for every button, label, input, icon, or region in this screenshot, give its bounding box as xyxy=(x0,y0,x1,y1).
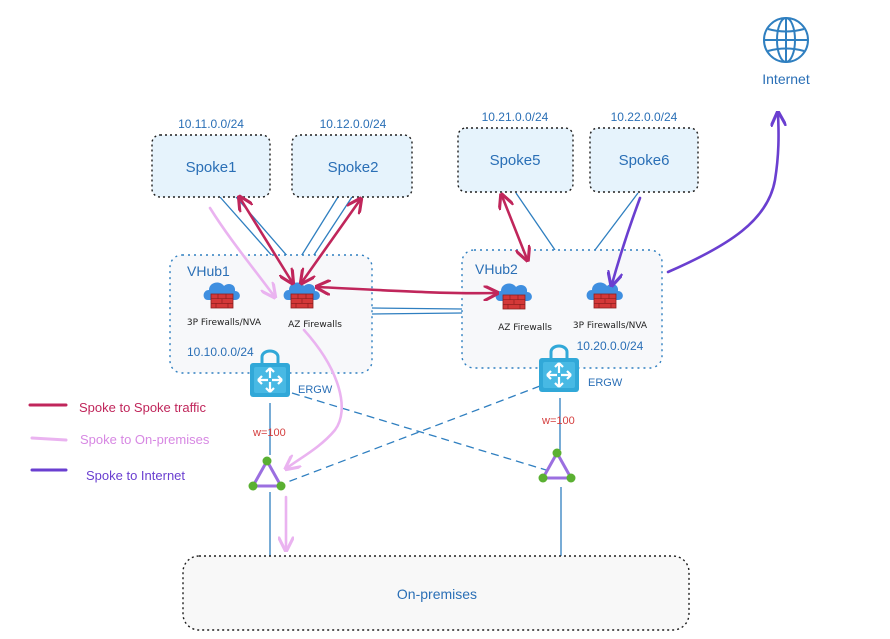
cross-link-ergw1-router2 xyxy=(291,392,547,471)
spoke-box-spoke6[interactable]: Spoke6 10.22.0.0/24 xyxy=(589,110,699,193)
hub-cidr: 10.10.0.0/24 xyxy=(187,345,254,359)
ergw-label: ERGW xyxy=(298,384,333,396)
flow-spoke6-3pfw2 xyxy=(612,196,642,284)
spoke-box-spoke2[interactable]: Spoke2 10.12.0.0/24 xyxy=(291,117,413,198)
ergw-label: ERGW xyxy=(588,377,623,389)
hub-box-vhub1[interactable]: VHub1 10.10.0.0/24 3P Firewalls/NVA AZ F… xyxy=(169,254,373,374)
hub-to-hub-link-b xyxy=(371,312,463,315)
onprem-box[interactable]: On-premises xyxy=(182,555,690,631)
ergw-vhub2[interactable]: ERGW w=100 xyxy=(537,344,623,427)
spoke-cidr: 10.21.0.0/24 xyxy=(482,110,549,124)
router-icon xyxy=(537,447,577,484)
spoke-cidr: 10.12.0.0/24 xyxy=(320,117,387,131)
legend-item-spoke-to-spoke: Spoke to Spoke traffic xyxy=(28,400,206,415)
connector-lines xyxy=(219,192,639,556)
flow-azfw1-router1 xyxy=(287,328,343,468)
spoke-label: Spoke6 xyxy=(619,152,670,169)
globe-icon xyxy=(763,17,809,63)
flow-spoke1-azfw1 xyxy=(240,198,292,282)
legend-label: Spoke to Internet xyxy=(86,468,185,483)
hub-label: VHub1 xyxy=(187,263,230,279)
flow-spoke5-azfw2 xyxy=(502,196,527,259)
firewall-3p-label: 3P Firewalls/NVA xyxy=(187,318,262,328)
ergw-vhub1[interactable]: ERGW w=100 xyxy=(248,349,333,439)
weight-label: w=100 xyxy=(252,427,286,439)
spoke-label: Spoke1 xyxy=(186,159,237,176)
hub-box-vhub2[interactable]: VHub2 10.20.0.0/24 AZ Firewalls 3P Firew… xyxy=(461,249,663,369)
spoke6-hub2-link xyxy=(594,192,639,251)
cross-link-ergw2-router1 xyxy=(284,385,541,484)
hub-label: VHub2 xyxy=(475,261,518,277)
traffic-spoke-to-onprem xyxy=(208,206,343,549)
legend-label: Spoke to Spoke traffic xyxy=(79,400,206,415)
spoke-cidr: 10.11.0.0/24 xyxy=(178,117,244,131)
flow-spoke2-azfw1 xyxy=(302,200,360,282)
traffic-spoke-to-internet xyxy=(612,114,779,284)
firewall-az-label: AZ Firewalls xyxy=(498,323,552,333)
router-2[interactable] xyxy=(537,447,577,484)
spoke5-hub2-link xyxy=(515,192,556,251)
legend-label: Spoke to On-premises xyxy=(80,432,210,447)
flow-spoke1-azfw1-pink xyxy=(208,206,274,296)
firewall-az-label: AZ Firewalls xyxy=(288,320,342,330)
onprem-label: On-premises xyxy=(397,586,477,602)
internet-label: Internet xyxy=(762,71,810,87)
internet-node[interactable]: Internet xyxy=(762,17,810,87)
hub-to-hub-link-a xyxy=(371,307,463,310)
firewall-3p-label: 3P Firewalls/NVA xyxy=(573,321,648,331)
spoke1-hub1-link-a xyxy=(219,196,275,259)
traffic-spoke-to-spoke xyxy=(240,196,527,293)
hub-cidr: 10.20.0.0/24 xyxy=(577,339,644,353)
flow-azfw1-azfw2 xyxy=(318,287,496,293)
router-icon xyxy=(247,455,287,492)
legend-item-spoke-to-onprem: Spoke to On-premises xyxy=(30,432,210,447)
router-1[interactable] xyxy=(247,455,287,492)
spoke-label: Spoke2 xyxy=(328,159,379,176)
legend: Spoke to Spoke traffic Spoke to On-premi… xyxy=(28,400,210,483)
spoke-cidr: 10.22.0.0/24 xyxy=(611,110,678,124)
legend-item-spoke-to-internet: Spoke to Internet xyxy=(30,468,185,483)
flow-hub2-internet xyxy=(666,114,779,274)
weight-label: w=100 xyxy=(541,415,575,427)
spoke-label: Spoke5 xyxy=(490,152,541,169)
spoke-box-spoke5[interactable]: Spoke5 10.21.0.0/24 xyxy=(457,110,574,193)
spoke-box-spoke1[interactable]: Spoke1 10.11.0.0/24 xyxy=(151,117,271,198)
